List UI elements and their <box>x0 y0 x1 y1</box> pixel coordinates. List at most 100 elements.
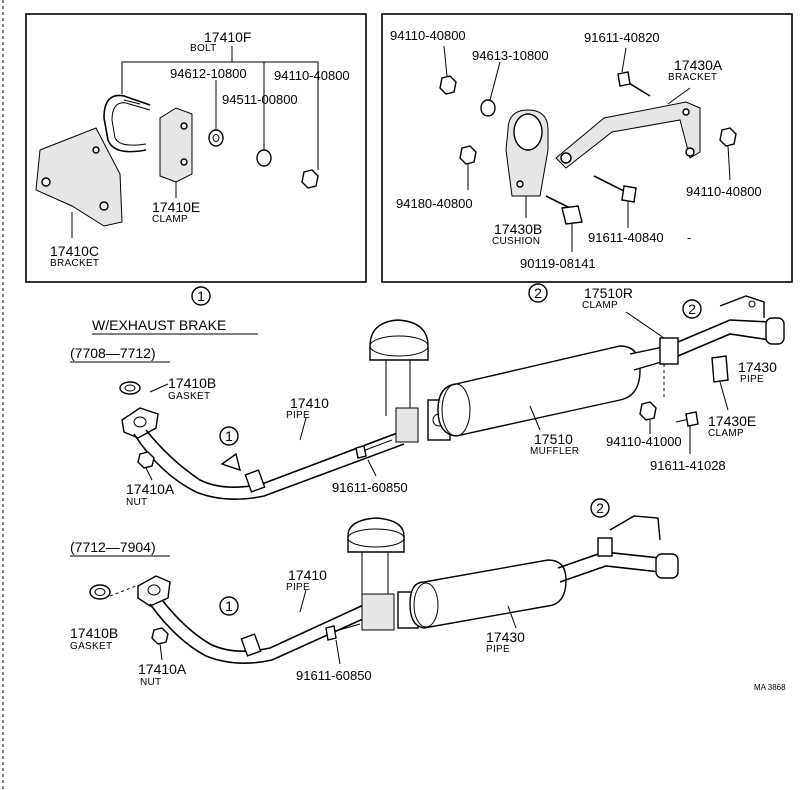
bolt-head-icon <box>561 205 583 225</box>
label-box1-p3: 94511-00800 <box>222 92 298 107</box>
bracket-hole <box>685 147 695 157</box>
label-upper-muffler-no: 17510 <box>534 431 573 447</box>
label-box1-bracket-no: 17410C <box>50 243 99 259</box>
label-lower-nut-name: NUT <box>140 677 161 688</box>
clamp-17410e-shape <box>159 107 193 183</box>
label-box2-p4: 94180-40800 <box>396 196 473 211</box>
bracket-hole <box>682 108 690 116</box>
brake-actuator-shape <box>347 517 405 553</box>
bolt-head-icon <box>325 625 337 641</box>
lower-labels: 17410B GASKET 17410 PIPE 17410A NUT 9161… <box>70 567 525 688</box>
clamp-hole <box>180 122 188 130</box>
leader-pipe-17410 <box>299 417 307 441</box>
callout-upper-1: 1 <box>225 428 233 444</box>
label-box2-bracket-name: BRACKET <box>668 72 717 83</box>
brake-actuator-shape <box>369 319 429 361</box>
callout-box1: 1 <box>197 288 205 304</box>
label-upper-clampE-name: CLAMP <box>708 428 744 439</box>
leader-nut-17410a <box>145 467 153 481</box>
pipe-bracket-tab <box>220 452 241 472</box>
label-box2-bracket-no: 17430A <box>674 57 723 73</box>
u-bolt-shape <box>103 94 151 153</box>
upper-callouts: 1 2 <box>219 299 702 446</box>
label-lower-gasket-name: GASKET <box>70 641 112 652</box>
label-box2-p6-suffix: - <box>687 230 691 245</box>
flange-port <box>133 416 147 428</box>
leader-gasket <box>149 383 169 393</box>
label-upper-nut-name: NUT <box>126 497 147 508</box>
label-box2-p7: 90119-08141 <box>520 256 596 271</box>
leader-box2-p1 <box>443 45 448 77</box>
bolt-head-icon <box>621 185 637 203</box>
tail-pipe-upper-edge <box>677 319 771 343</box>
leader-clamp-17430e <box>719 381 729 411</box>
bracket-hole <box>560 152 572 164</box>
label-upper-tail-no: 17430 <box>738 359 777 375</box>
tail-pipe-lower-lower-edge <box>559 565 661 583</box>
label-box1-clamp-name: CLAMP <box>152 214 188 225</box>
lower-drawing <box>89 515 679 665</box>
callout-lower-1: 1 <box>225 598 233 614</box>
leader-clamp-17510r <box>625 311 665 339</box>
gasket-icon <box>89 584 111 600</box>
gasket-hole <box>94 588 106 596</box>
pipe-clamp-icon <box>244 469 266 493</box>
pipe-flange-shape <box>121 407 159 439</box>
gasket-dash-line <box>109 585 137 597</box>
clamp-17510r-icon <box>659 337 679 365</box>
label-upper-muffler-name: MUFFLER <box>530 446 579 457</box>
clamp-17430e-icon <box>711 355 729 383</box>
nut-icon <box>151 627 169 645</box>
gasket-icon <box>119 381 141 395</box>
cushion-hole <box>516 180 524 188</box>
bolt-head-icon <box>685 411 699 427</box>
label-box1-bolt-name: BOLT <box>190 43 217 54</box>
pipe-17410-lower-upper-edge <box>161 599 371 652</box>
box2-labels: 94110-40800 94613-10800 91611-40820 1743… <box>390 28 762 271</box>
washer-hole <box>212 134 220 142</box>
label-lower-gasket-no: 17410B <box>70 625 118 641</box>
u-bolt-inner <box>111 102 151 146</box>
callout-circle-2 <box>590 498 610 518</box>
leader-box2-p5 <box>727 145 731 181</box>
muffler-end-cap <box>441 383 471 437</box>
flange-port <box>147 584 161 596</box>
callout-circle-1 <box>191 286 211 306</box>
nut-icon <box>137 451 155 469</box>
clamp-hole <box>180 158 188 166</box>
detail-box-2 <box>381 13 793 283</box>
callout-circle-1 <box>219 426 239 446</box>
upper-drawing <box>119 295 785 500</box>
bolt-shank <box>593 175 627 193</box>
bracket-hole <box>99 201 109 211</box>
label-lower-tail-name: PIPE <box>486 644 510 655</box>
label-upper-pipe-no: 17410 <box>290 395 329 411</box>
lower-callouts: 1 2 <box>219 498 610 616</box>
callout-lower-2: 2 <box>596 500 604 516</box>
label-box1-bolt-no: 17410F <box>204 29 251 45</box>
callout-box2: 2 <box>534 285 542 301</box>
label-upper-gasket-name: GASKET <box>168 391 210 402</box>
actuator-rim <box>369 335 429 357</box>
muffler-end-cap <box>413 582 439 628</box>
lower-headings: (7712—7904) <box>70 539 170 557</box>
bracket-hole <box>92 146 100 154</box>
lock-washer-icon <box>256 149 272 167</box>
bracket-hole <box>748 300 756 308</box>
label-box2-p2: 94613-10800 <box>472 48 549 63</box>
label-upper-pipe-name: PIPE <box>286 410 310 421</box>
label-upper-gasket-no: 17410B <box>168 375 216 391</box>
label-lower-pipe-name: PIPE <box>286 582 310 593</box>
callout-circle-1 <box>219 596 239 616</box>
label-upper-clampE-no: 17430E <box>708 413 756 429</box>
label-box2-p1: 94110-40800 <box>390 28 466 43</box>
brake-valve-body <box>361 593 395 631</box>
box2-callout: 2 <box>528 283 548 303</box>
label-lower-bolt1: 91611-60850 <box>296 668 372 683</box>
tail-clamp-icon <box>597 537 613 557</box>
tail-pipe-end <box>765 317 785 345</box>
bolt-shank <box>545 195 571 209</box>
tail-pipe-end <box>655 553 679 579</box>
